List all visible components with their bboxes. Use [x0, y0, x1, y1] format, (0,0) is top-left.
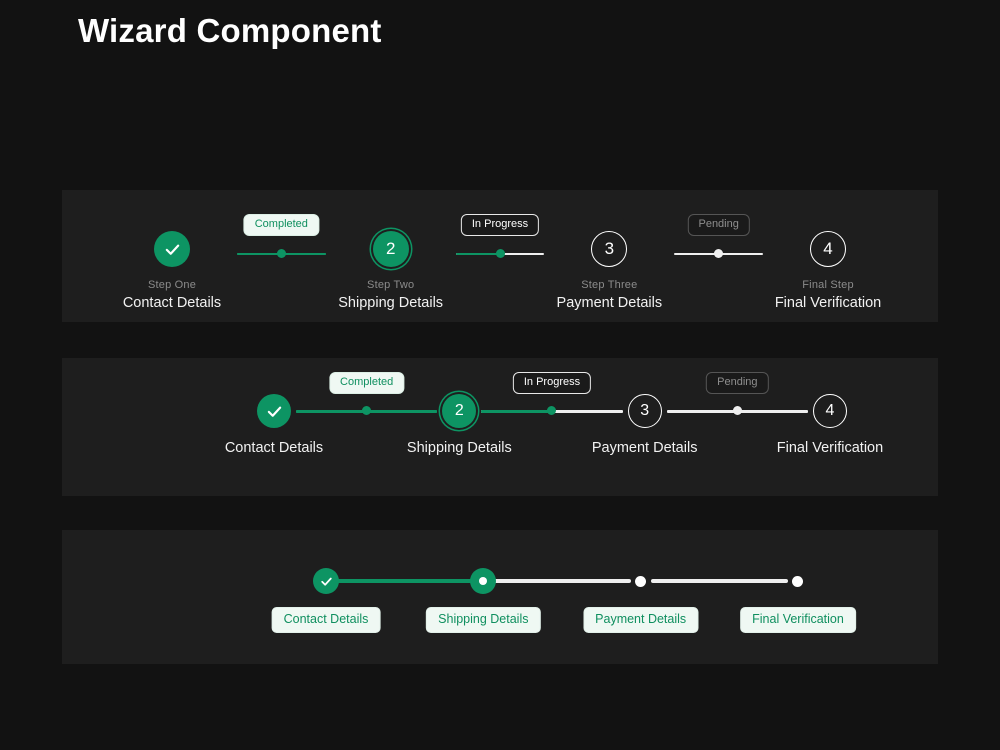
step-label: Shipping Details: [338, 295, 444, 311]
page-title: Wizard Component: [78, 12, 382, 49]
wizard-connector-1: Completed: [296, 372, 438, 428]
connector-line: [237, 249, 326, 259]
step-indicator-active[interactable]: 2: [372, 231, 409, 267]
connector-line: [296, 406, 438, 416]
step-sublabel: Step Three: [581, 279, 638, 291]
connector-line: [455, 249, 545, 259]
connector-status-badge: In Progress: [460, 214, 540, 236]
wizard-connector-2: In Progress: [481, 372, 623, 428]
step-indicator-pending[interactable]: 4: [810, 231, 847, 267]
connector-midpoint-dot: [547, 406, 557, 415]
wizard-step-3[interactable]: Payment Details: [583, 568, 699, 633]
connector-progress: [455, 253, 500, 255]
step-number: 2: [385, 239, 396, 258]
step-indicator-pending[interactable]: 3: [591, 231, 628, 267]
wizard-panel-minimal: Contact Details Shipping Details Payment…: [62, 530, 938, 664]
wizard-step-3[interactable]: 3 Step Three Payment Details: [544, 190, 674, 311]
wizard-step-3[interactable]: 3 Payment Details: [592, 394, 697, 456]
connector-line: [674, 249, 764, 259]
connector-status-badge: Pending: [706, 372, 769, 394]
wizard-panel-compact: Contact Details Completed 2 Shipping Det…: [62, 358, 938, 496]
wizard-step-4[interactable]: 4 Final Verification: [777, 394, 883, 456]
wizard-step-4[interactable]: Final Verification: [740, 568, 856, 633]
connector-status-badge: Completed: [243, 214, 319, 236]
step-indicator-active[interactable]: [470, 568, 497, 594]
check-icon: [320, 577, 332, 586]
step-sublabel: Final Step: [802, 279, 854, 291]
step-indicator-pending[interactable]: [635, 575, 647, 587]
wizard-connector-3: Pending: [674, 190, 764, 322]
wizard-step-2[interactable]: 2 Shipping Details: [407, 394, 512, 456]
connector-status-badge: Completed: [329, 372, 405, 394]
step-label-chip[interactable]: Contact Details: [271, 607, 381, 633]
connector-status-badge: In Progress: [512, 372, 592, 394]
step-label: Contact Details: [224, 440, 324, 456]
step-number: 4: [823, 239, 833, 258]
check-icon: [267, 406, 281, 417]
connector-status-badge: Pending: [687, 214, 750, 236]
wizard-step-1[interactable]: Contact Details: [271, 568, 381, 633]
step-label: Contact Details: [122, 295, 222, 311]
step-sublabel: Step Two: [367, 279, 415, 291]
step-number: 4: [825, 402, 835, 419]
step-number: 3: [640, 402, 650, 419]
step-sublabel: Step One: [147, 279, 197, 291]
dot-icon: [479, 577, 488, 585]
wizard-connector-2: [493, 568, 631, 594]
connector-midpoint-dot: [732, 406, 742, 415]
step-label: Final Verification: [776, 440, 884, 456]
step-label: Shipping Details: [406, 440, 512, 456]
step-indicator-pending[interactable]: 3: [627, 394, 662, 428]
wizard-detailed: Step One Contact Details Completed 2: [62, 190, 938, 322]
step-label: Payment Details: [556, 295, 663, 311]
wizard-compact: Contact Details Completed 2 Shipping Det…: [225, 372, 883, 456]
step-label-chip[interactable]: Final Verification: [740, 607, 856, 633]
connector-line: [666, 406, 808, 416]
wizard-connector-1: [336, 568, 474, 594]
wizard-connector-3: Pending: [666, 372, 808, 428]
step-indicator-completed[interactable]: [313, 568, 339, 594]
wizard-step-2[interactable]: Shipping Details: [426, 568, 541, 633]
step-label-chip[interactable]: Payment Details: [583, 607, 699, 633]
wizard-step-4[interactable]: 4 Final Step Final Verification: [763, 190, 893, 311]
connector-midpoint-dot: [495, 249, 505, 258]
step-number: 2: [454, 402, 464, 419]
connector-line: [336, 579, 474, 583]
step-label: Payment Details: [591, 440, 698, 456]
step-label-chip[interactable]: Shipping Details: [426, 607, 541, 633]
connector-midpoint-dot: [714, 249, 724, 258]
connector-line: [481, 406, 623, 416]
wizard-minimal: Contact Details Shipping Details Payment…: [271, 568, 856, 633]
wizard-connector-3: [650, 568, 788, 594]
wizard-connector-1: Completed: [237, 190, 326, 322]
connector-midpoint-dot: [276, 249, 286, 258]
wizard-step-1[interactable]: Step One Contact Details: [107, 190, 237, 311]
step-indicator-completed[interactable]: [154, 231, 190, 267]
wizard-step-1[interactable]: Contact Details: [225, 394, 323, 456]
connector-midpoint-dot: [362, 406, 372, 415]
step-indicator-pending[interactable]: 4: [812, 394, 847, 428]
step-indicator-pending[interactable]: [792, 575, 804, 587]
connector-line: [650, 579, 788, 583]
check-icon: [165, 244, 179, 255]
step-label: Final Verification: [774, 295, 882, 311]
wizard-panel-detailed: Step One Contact Details Completed 2: [62, 190, 938, 322]
step-indicator-completed[interactable]: [257, 394, 291, 428]
wizard-connector-2: In Progress: [455, 190, 545, 322]
connector-progress: [481, 410, 552, 413]
wizard-step-2[interactable]: 2 Step Two Shipping Details: [326, 190, 456, 311]
connector-line: [493, 579, 631, 583]
step-number: 3: [604, 239, 615, 258]
step-indicator-active[interactable]: 2: [442, 394, 477, 428]
